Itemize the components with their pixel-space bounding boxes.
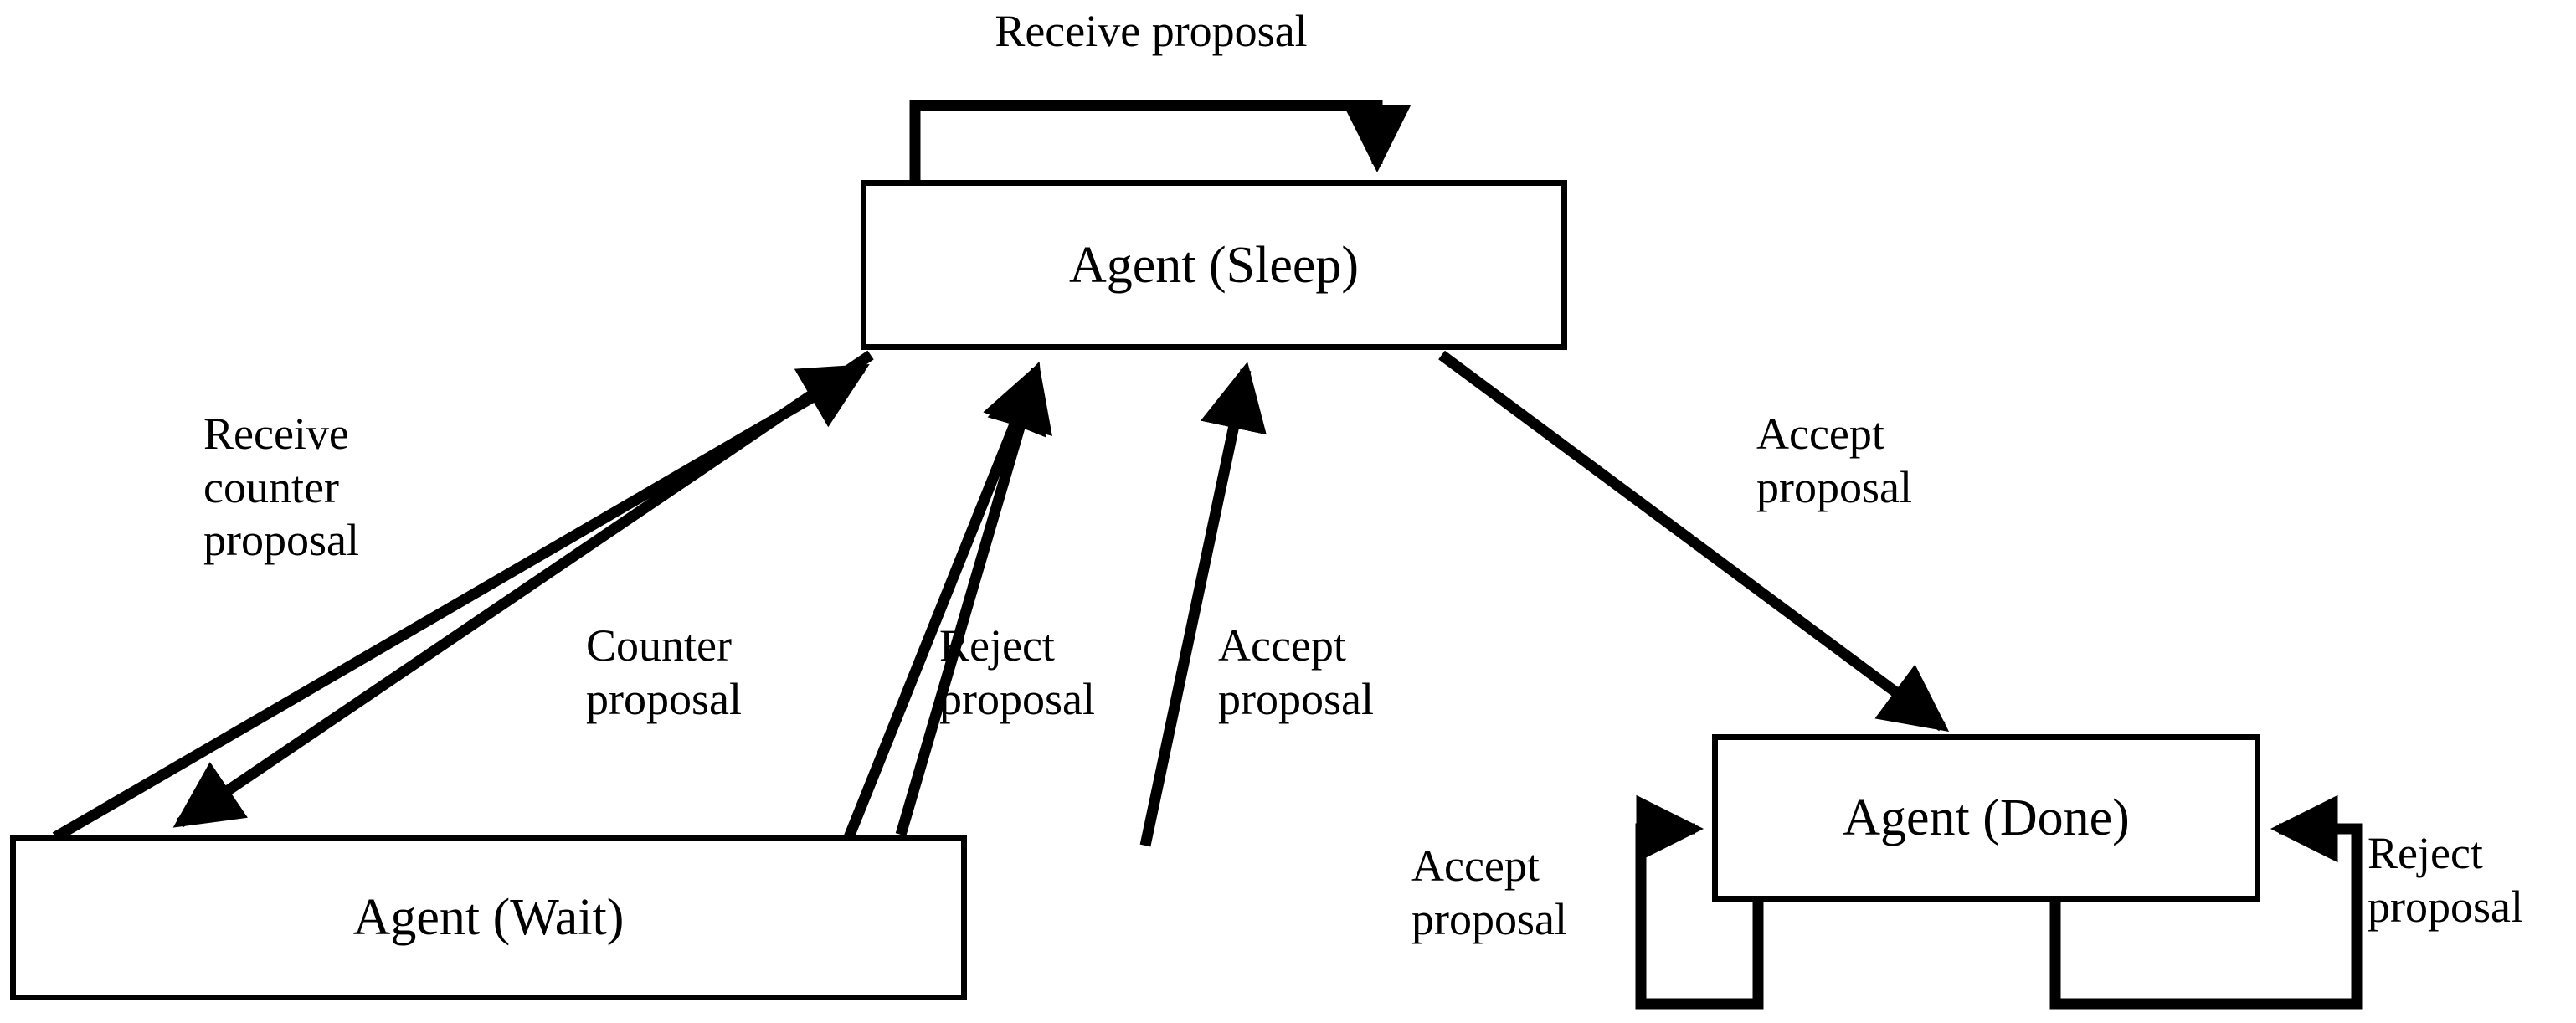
- state-node-wait[interactable]: Agent (Wait): [10, 835, 967, 1000]
- edge-label-accept-proposal-done-loop: Accept proposal: [1411, 841, 1567, 944]
- edge-label-accept-proposal-wait-to-sleep: Accept proposal: [1218, 620, 1374, 724]
- state-node-sleep[interactable]: Agent (Sleep): [861, 180, 1567, 350]
- state-label-sleep: Agent (Sleep): [1068, 236, 1360, 294]
- edge-wait-to-sleep-counter-proposal: [895, 362, 1052, 836]
- edge-done-self-accept-proposal: [1635, 794, 1764, 1010]
- edge-label-counter-proposal: Counter proposal: [586, 620, 742, 724]
- state-label-wait: Agent (Wait): [352, 889, 625, 946]
- edge-sleep-to-done-accept-proposal: [1438, 350, 1950, 733]
- edge-label-reject-proposal-done-loop: Reject proposal: [2368, 828, 2523, 932]
- edge-label-receive-proposal: Receive proposal: [995, 6, 1308, 56]
- edge-wait-to-sleep-accept-proposal: [1139, 362, 1267, 847]
- edge-sleep-self-receive-proposal: [909, 100, 1411, 180]
- state-label-done: Agent (Done): [1843, 789, 2130, 846]
- edge-done-self-reject-proposal: [2049, 794, 2363, 1010]
- state-node-done[interactable]: Agent (Done): [1712, 734, 2260, 902]
- edge-wait-to-sleep-return-stroke: [52, 363, 870, 842]
- edge-wait-to-sleep-reject-proposal: [840, 362, 1046, 848]
- edge-label-reject-proposal: Reject proposal: [939, 620, 1095, 724]
- edge-label-accept-proposal-sleep-to-done: Accept proposal: [1756, 409, 1912, 512]
- edge-label-receive-counter-proposal: Receive counter proposal: [203, 409, 359, 566]
